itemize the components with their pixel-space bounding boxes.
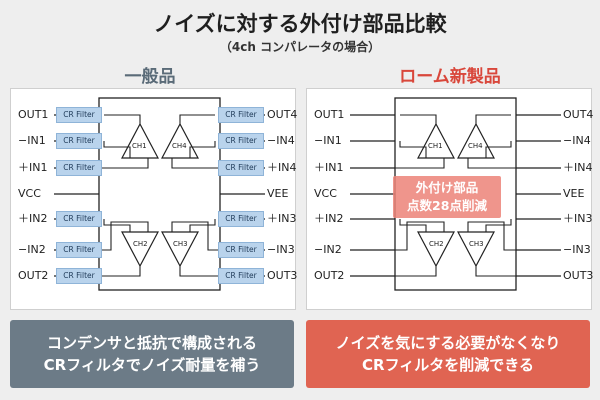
standard-cr-filter-left: CR Filter [56, 107, 102, 123]
new-wire-ch3-in-minus [467, 221, 516, 251]
standard-pin-label-right: −IN3 [267, 243, 295, 256]
standard-wire-ch3-out [179, 266, 220, 277]
new-wire-ch2-in-plus [399, 219, 427, 232]
new-comparator-ch3 [457, 231, 495, 268]
banner-new-line-1: ノイズを気にする必要がなくなり [335, 334, 561, 352]
new-comparator-ch1 [417, 122, 455, 159]
standard-cr-filter-left: CR Filter [56, 160, 102, 176]
new-wire-ch1-out [400, 114, 437, 124]
standard-pin-label-right: ＋IN3 [267, 212, 297, 225]
standard-cr-filter-right: CR Filter [218, 160, 264, 176]
new-pin-label-left: −IN1 [314, 134, 342, 147]
banner-standard-line-1: コンデンサと抵抗で構成される [46, 334, 257, 352]
new-wire-ch2-in-minus [395, 221, 445, 251]
standard-pin-label-left: −IN2 [18, 243, 46, 256]
standard-pin-label-left: ＋IN2 [18, 212, 48, 225]
standard-cr-filter-right: CR Filter [218, 107, 264, 123]
standard-pin-label-left: OUT1 [18, 108, 49, 121]
new-pin-label-left: OUT1 [314, 108, 345, 121]
standard-cr-filter-right: CR Filter [218, 133, 264, 149]
new-wire-ch3-out [475, 266, 516, 277]
new-wire-ch4-in-minus [485, 141, 512, 158]
new-label-ch1: CH1 [428, 142, 443, 150]
standard-pin-label-right: VEE [267, 187, 289, 200]
new-label-ch2: CH2 [429, 240, 444, 248]
new-pin-label-right: −IN3 [563, 243, 591, 256]
banner-new-product: ノイズを気にする必要がなくなり CRフィルタを削減できる [306, 320, 590, 388]
standard-pin-label-left: ＋IN1 [18, 161, 48, 174]
new-wire-ch2-out [395, 266, 437, 277]
new-pin-label-right: VEE [563, 187, 585, 200]
standard-comparator-ch4 [161, 122, 199, 159]
new-wire-ch4-out [475, 114, 511, 124]
standard-ic-package [98, 97, 221, 291]
new-wire-ch3-in-plus [485, 219, 512, 232]
new-comparator-ch2 [417, 231, 455, 268]
standard-cr-filter-right: CR Filter [218, 242, 264, 258]
new-pin-label-right: ＋IN4 [563, 161, 593, 174]
standard-wire-ch3-in-minus [171, 221, 220, 251]
new-pin-label-left: −IN2 [314, 243, 342, 256]
new-pin-label-left: VCC [314, 187, 337, 200]
callout-line-2: 点数28点削減 [407, 198, 487, 213]
standard-wire-ch4-out [179, 114, 215, 124]
new-wire-ch1-in-plus [395, 158, 445, 169]
page-subtitle: （4ch コンパレータの場合） [219, 40, 381, 54]
standard-comparator-ch1 [121, 122, 159, 159]
new-comparator-ch4 [457, 122, 495, 159]
standard-pin-label-right: −IN4 [267, 134, 295, 147]
standard-label-ch1: CH1 [132, 142, 147, 150]
standard-cr-filter-left: CR Filter [56, 133, 102, 149]
new-pin-label-right: −IN4 [563, 134, 591, 147]
standard-wire-ch4-in-plus [171, 158, 220, 169]
standard-label-ch2: CH2 [133, 240, 148, 248]
standard-pin-label-left: OUT2 [18, 269, 49, 282]
callout-line-1: 外付け部品 [415, 180, 479, 195]
standard-comparator-ch2 [121, 231, 159, 268]
standard-wire-ch4-in-minus [189, 141, 216, 158]
standard-pin-label-left: −IN1 [18, 134, 46, 147]
standard-wire-ch1-out [104, 114, 141, 124]
column-label-standard: 一般品 [124, 67, 176, 87]
standard-cr-filter-left: CR Filter [56, 211, 102, 227]
standard-cr-filter-right: CR Filter [218, 211, 264, 227]
standard-cr-filter-left: CR Filter [56, 268, 102, 284]
banner-standard-line-2: CRフィルタでノイズ耐量を補う [43, 356, 261, 374]
standard-pin-label-right: OUT4 [267, 108, 298, 121]
standard-pin-label-right: OUT3 [267, 269, 298, 282]
reduction-callout: 外付け部品 点数28点削減 [393, 176, 501, 218]
standard-pin-label-right: ＋IN4 [267, 161, 297, 174]
standard-wire-ch2-in-minus [99, 221, 149, 251]
new-pin-label-left: ＋IN1 [314, 161, 344, 174]
new-pin-label-left: ＋IN2 [314, 212, 344, 225]
banner-new-line-2: CRフィルタを削減できる [362, 356, 534, 374]
new-pin-label-right: ＋IN3 [563, 212, 593, 225]
standard-wire-ch2-out [99, 266, 141, 277]
standard-wire-ch2-in-plus [103, 219, 131, 232]
new-pin-label-right: OUT3 [563, 269, 594, 282]
page-title: ノイズに対する外付け部品比較 [153, 12, 447, 36]
new-label-ch3: CH3 [469, 240, 484, 248]
standard-wire-ch1-in-plus [99, 158, 149, 169]
standard-cr-filter-left: CR Filter [56, 242, 102, 258]
standard-cr-filter-right: CR Filter [218, 268, 264, 284]
column-label-new-product: ローム新製品 [399, 67, 501, 87]
standard-comparator-ch3 [161, 231, 199, 268]
standard-pin-label-left: VCC [18, 187, 41, 200]
banner-standard: コンデンサと抵抗で構成される CRフィルタでノイズ耐量を補う [10, 320, 294, 388]
new-label-ch4: CH4 [468, 142, 483, 150]
standard-label-ch4: CH4 [172, 142, 187, 150]
standard-label-ch3: CH3 [173, 240, 188, 248]
standard-wire-ch1-in-minus [103, 141, 131, 158]
new-wire-ch1-in-minus [399, 141, 427, 158]
new-pin-label-left: OUT2 [314, 269, 345, 282]
new-wire-ch4-in-plus [467, 158, 516, 169]
standard-wire-ch3-in-plus [189, 219, 216, 232]
new-pin-label-right: OUT4 [563, 108, 594, 121]
